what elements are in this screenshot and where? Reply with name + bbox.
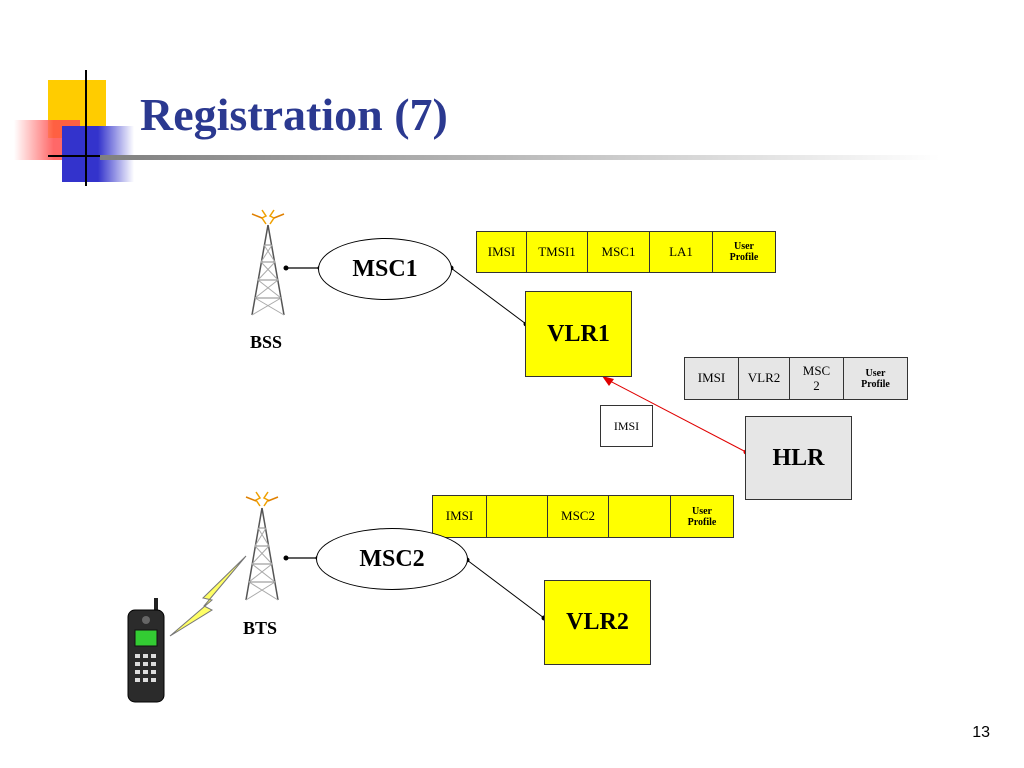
vlr2-record-table: IMSI MSC2 User Profile — [432, 495, 734, 538]
record-cell: LA1 — [650, 232, 713, 272]
record-cell: IMSI — [685, 358, 739, 399]
hlr-node: HLR — [745, 416, 852, 500]
record-cell: MSC2 — [548, 496, 609, 537]
deco-blue-square — [62, 126, 134, 182]
title-rule — [100, 155, 940, 160]
mobile-phone-icon — [127, 598, 165, 703]
antenna-tower-icon-top — [251, 209, 285, 316]
deco-horizontal-line — [48, 155, 128, 157]
record-cell — [487, 496, 548, 537]
vlr1-node: VLR1 — [525, 291, 632, 377]
record-cell: TMSI1 — [527, 232, 588, 272]
record-cell: IMSI — [433, 496, 487, 537]
record-cell: IMSI — [477, 232, 527, 272]
record-cell: User Profile — [687, 505, 717, 528]
record-cell: MSC 2 — [790, 358, 844, 399]
record-cell: MSC1 — [588, 232, 650, 272]
msc2-node: MSC2 — [316, 528, 468, 590]
antenna-tower-icon-bottom — [245, 491, 279, 601]
imsi-message: IMSI — [600, 405, 653, 447]
msc1-node: MSC1 — [318, 238, 452, 300]
record-cell — [609, 496, 671, 537]
bts-label: BTS — [243, 618, 278, 638]
record-cell: User Profile — [861, 367, 890, 390]
vlr2-node: VLR2 — [544, 580, 651, 665]
record-cell: VLR2 — [739, 358, 790, 399]
slide-title: Registration (7) — [140, 89, 448, 140]
lightning-bolt-icon — [169, 555, 247, 637]
deco-vertical-line — [85, 70, 87, 186]
record-cell: User Profile — [729, 241, 759, 263]
bss-label: BSS — [250, 332, 283, 352]
page-number: 13 — [972, 724, 990, 741]
